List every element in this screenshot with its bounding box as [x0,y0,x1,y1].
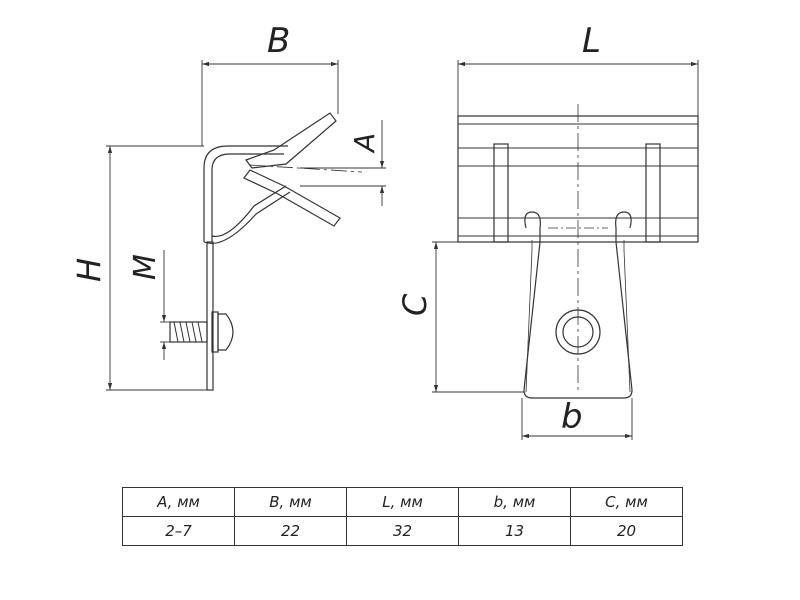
clip-body-inner [211,153,284,242]
table-header-cell: L, мм [346,487,459,517]
table-cell: 20 [570,516,683,546]
side-dimensions [106,60,386,391]
dim-label-M: M [128,254,163,280]
table-header-cell: A, мм [122,487,235,517]
hanging-tab [523,211,633,399]
table-cell: 22 [234,516,347,546]
screw-head [217,313,234,351]
side-view [169,112,363,391]
screw-thread [173,321,203,343]
left-strap [493,143,509,243]
clip-lower-curve-inner [211,185,287,238]
table-cell: 32 [346,516,459,546]
upper-spring-tongue [245,112,337,169]
dim-label-b: b [561,397,583,437]
screw-shank [169,321,208,343]
dim-label-L: L [582,21,601,61]
front-dimensions [432,60,699,440]
dim-label-H: H [70,258,108,282]
table-header-cell: b, мм [458,487,571,517]
clip-body-outline [203,145,288,242]
right-strap [645,143,661,243]
table-cell: 2–7 [122,516,235,546]
dim-label-B: B [267,21,290,61]
hanging-tab-edge [525,240,631,393]
dim-label-C: C [396,293,434,316]
dimensions-table: A, мм B, мм L, мм b, мм C, мм 2–7 22 32 … [122,487,683,546]
lower-spring-tongue [243,169,341,227]
table-header-row: A, мм B, мм L, мм b, мм C, мм [122,487,683,517]
table-header-cell: B, мм [234,487,347,517]
table-cell: 13 [458,516,571,546]
front-view [457,104,699,399]
clip-lower-curve [203,191,291,244]
table-row: 2–7 22 32 13 20 [122,516,683,546]
table-header-cell: C, мм [570,487,683,517]
vertical-plate [206,241,214,391]
dim-label-A: A [348,133,381,154]
